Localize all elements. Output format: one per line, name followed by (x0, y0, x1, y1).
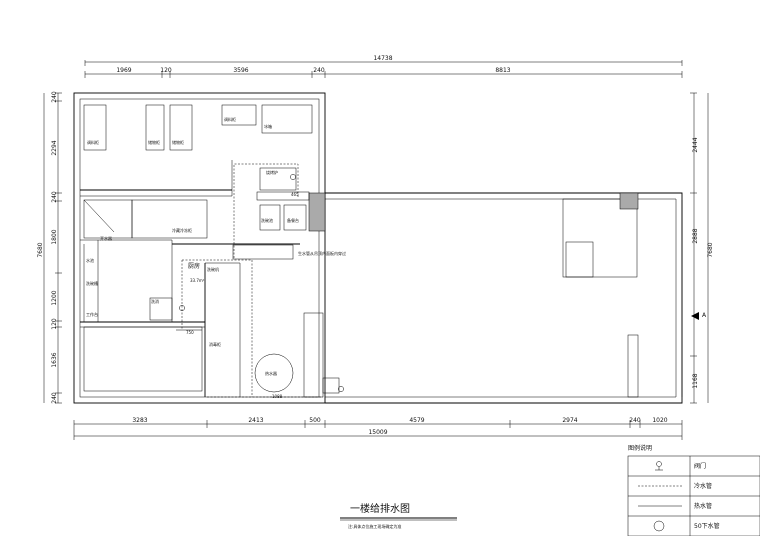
left-dimension-chain: 7680 240 2294 240 1800 1200 120 1636 240 (37, 91, 62, 404)
label-465: 465 (291, 192, 299, 197)
cabinet-2 (145, 104, 165, 151)
right-dim-1: 2444 (692, 137, 699, 152)
label-f12: 洗碗机 (207, 266, 219, 272)
left-dim-3: 240 (51, 191, 58, 203)
label-f6: 洗碗池 (261, 217, 273, 223)
left-dim-6: 120 (51, 318, 58, 330)
bottom-dim-3: 500 (309, 417, 321, 424)
drain-pipe-icon (653, 520, 665, 532)
label-f7: 备餐台 (287, 217, 299, 223)
cabinet-4 (221, 104, 257, 126)
label-f11: 工作台 (86, 311, 98, 317)
top-dim-5: 8813 (495, 67, 510, 74)
counter-left (83, 199, 133, 239)
legend: 图例说明 阀门 冷水管 热水管 50下水管 (627, 444, 760, 536)
label-f16: 热水器 (265, 370, 277, 376)
label-f2: 储物柜 (172, 139, 184, 145)
top-total-dim: 14738 (373, 55, 392, 62)
bottom-dim-4: 4579 (409, 417, 424, 424)
cabinet-1 (83, 104, 107, 151)
label-kitchen: 厨房 (188, 262, 200, 270)
drawing-title: 一楼给排水图 (350, 502, 410, 515)
top-dim-2: 120 (160, 67, 172, 74)
left-dim-4: 1800 (51, 229, 58, 244)
section-arrow-icon (691, 312, 699, 320)
top-dimension-chain: 14738 1969 120 3596 240 8813 (84, 55, 683, 78)
right-dim-3: 1168 (692, 373, 699, 388)
bottom-counter (83, 326, 203, 392)
right-total-dim: 7680 (707, 242, 714, 257)
label-f1: 储物柜 (148, 139, 160, 145)
legend-label-4: 50下水管 (694, 522, 720, 530)
left-dim-8: 240 (51, 392, 58, 404)
drain-circle-icon-2 (179, 305, 185, 311)
label-f8: 开水器 (100, 235, 112, 241)
drawing-subtitle: 注:具体点位施工现场确定为准 (348, 523, 401, 529)
drawing-title-block: 一楼给排水图 注:具体点位施工现场确定为准 (340, 502, 457, 529)
walls (73, 92, 683, 404)
drain-circle-icon (290, 174, 296, 180)
sink-unit (259, 167, 297, 191)
bottom-dim-7: 1020 (652, 417, 667, 424)
counter-right (131, 199, 208, 239)
top-dim-1: 1969 (116, 67, 131, 74)
hand-sink (149, 297, 173, 321)
legend-label-1: 阀门 (694, 462, 706, 470)
label-annotation: 生水管从吊顶内面板内穿过 (298, 250, 346, 256)
bottom-dimension-chain: 3283 2413 500 4579 2974 240 1020 15009 (73, 417, 683, 440)
round-fixture (254, 353, 294, 393)
label-f9: 水池 (86, 257, 94, 263)
label-kitchen-area: 33.7m² (190, 278, 205, 283)
drain-circle-icon-3 (338, 386, 344, 392)
cabinet-3 (169, 104, 193, 151)
label-f3: 调料柜 (224, 116, 236, 122)
fixtures (83, 104, 340, 394)
unit-b (283, 204, 307, 231)
arrow-label-a: A (702, 312, 707, 319)
cabinet-5 (261, 104, 313, 134)
label-750: 750 (186, 330, 194, 335)
label-f10: 洗碗槽 (86, 280, 98, 286)
label-f13: 消毒柜 (209, 341, 221, 347)
unit-a (259, 204, 281, 231)
room-labels: 调料柜 储物柜 储物柜 调料柜 冰箱 冷藏冷冻柜 洗碗池 备餐台 开水器 水池 … (86, 116, 707, 399)
left-total-dim: 7680 (37, 242, 44, 257)
right-dimension-chain: 2444 2888 1168 7680 (690, 92, 714, 404)
bottom-dim-6: 240 (629, 417, 641, 424)
left-dim-2: 2294 (51, 140, 58, 155)
label-f15: 烧烤炉 (266, 169, 278, 175)
legend-label-3: 热水管 (694, 502, 712, 510)
right-dim-2: 2888 (692, 228, 699, 243)
pipe-runs (176, 163, 344, 398)
label-f4: 冰箱 (264, 123, 272, 129)
left-dim-1: 240 (51, 91, 58, 103)
label-f5: 冷藏冷冻柜 (172, 227, 192, 233)
legend-title: 图例说明 (628, 444, 652, 452)
valve-icon (655, 461, 663, 471)
bottom-dim-1: 3283 (132, 417, 147, 424)
water-heater (322, 377, 340, 394)
bottom-dim-2: 2413 (248, 417, 263, 424)
label-f0: 调料柜 (87, 139, 99, 145)
legend-label-2: 冷水管 (694, 482, 712, 490)
label-pipe-length: 1088 (272, 394, 283, 399)
bottom-total-dim: 15009 (368, 429, 387, 436)
left-dim-7: 1636 (51, 352, 58, 367)
top-dim-4: 240 (313, 67, 325, 74)
top-dim-3: 3596 (233, 67, 248, 74)
left-dim-5: 1200 (51, 290, 58, 305)
label-f14: 洗消 (151, 298, 159, 304)
bottom-dim-5: 2974 (562, 417, 577, 424)
